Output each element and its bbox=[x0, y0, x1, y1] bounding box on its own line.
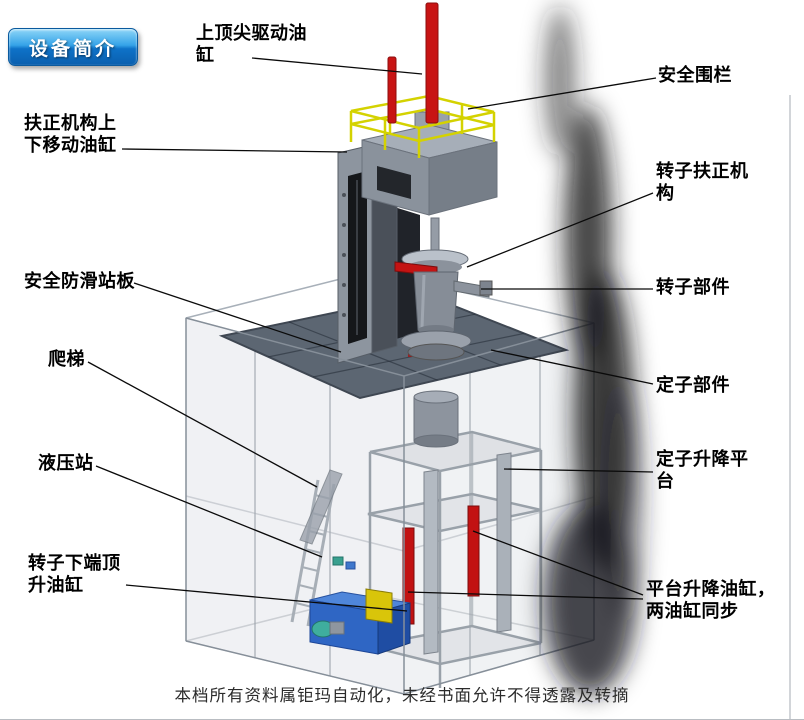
label-rotor-component: 转子部件 bbox=[656, 277, 730, 297]
support-bracket bbox=[299, 469, 356, 570]
smudge-artifact bbox=[544, 5, 643, 695]
head-assembly bbox=[361, 111, 498, 216]
leader-hydraulic-station bbox=[95, 465, 323, 558]
label-stator-component: 定子部件 bbox=[656, 375, 730, 395]
leader-stator-lift-platform bbox=[503, 468, 654, 473]
copyright-footer: 本档所有资料属钜玛自动化，未经书面允许不得透露及转摘 bbox=[174, 686, 630, 705]
label-rotor-centering: 转子扶正机 构 bbox=[656, 161, 749, 203]
label-hydraulic-station: 液压站 bbox=[38, 453, 94, 473]
rotor-assembly bbox=[394, 217, 493, 361]
leader-stator-component bbox=[490, 349, 654, 385]
label-safety-fence: 安全围栏 bbox=[658, 65, 732, 85]
leader-rotor-bottom-jack bbox=[125, 584, 408, 612]
leader-lines bbox=[87, 57, 657, 612]
leader-platform-cylinder-a bbox=[472, 530, 644, 596]
right-edge-rule bbox=[789, 95, 791, 719]
label-rotor-bottom-jack: 转子下端顶 升油缸 bbox=[28, 553, 121, 595]
hydraulic-station bbox=[309, 588, 411, 655]
stator-component bbox=[413, 390, 459, 448]
leader-antislip-board bbox=[133, 282, 342, 353]
label-antislip-board: 安全防滑站板 bbox=[24, 271, 135, 291]
leader-safety-fence bbox=[467, 77, 657, 110]
leader-centering-cylinder bbox=[121, 148, 348, 153]
leader-rotor-centering bbox=[466, 192, 654, 268]
label-top-tip-cylinder: 上顶尖驱动油 缸 bbox=[196, 23, 307, 65]
leader-ladder bbox=[87, 361, 318, 488]
top-drive-cylinder bbox=[387, 2, 439, 124]
label-ladder: 爬梯 bbox=[48, 349, 85, 369]
leader-top-tip-cylinder bbox=[251, 57, 423, 75]
leader-platform-cylinder-b bbox=[407, 591, 644, 600]
label-stator-lift-platform: 定子升降平 台 bbox=[656, 449, 749, 491]
label-platform-lift-cylinders: 平台升降油缸， 两油缸同步 bbox=[646, 579, 776, 621]
label-centering-cylinder: 扶正机构上 下移动油缸 bbox=[24, 113, 117, 155]
title-badge: 设备简介 bbox=[8, 28, 138, 66]
